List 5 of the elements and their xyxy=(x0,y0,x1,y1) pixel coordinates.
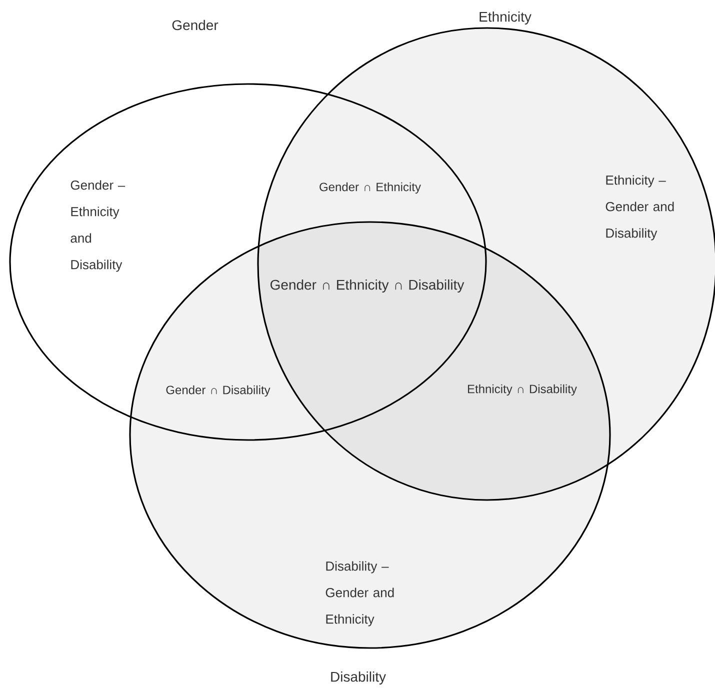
region-label: Gender ∩ Ethnicity ∩ Disability xyxy=(270,279,464,293)
set-label: Disability xyxy=(331,671,386,685)
set-label: Gender xyxy=(172,20,218,30)
region-label: Gender ∩ Ethnicity xyxy=(320,182,421,194)
set-label: Ethnicity xyxy=(480,11,532,25)
